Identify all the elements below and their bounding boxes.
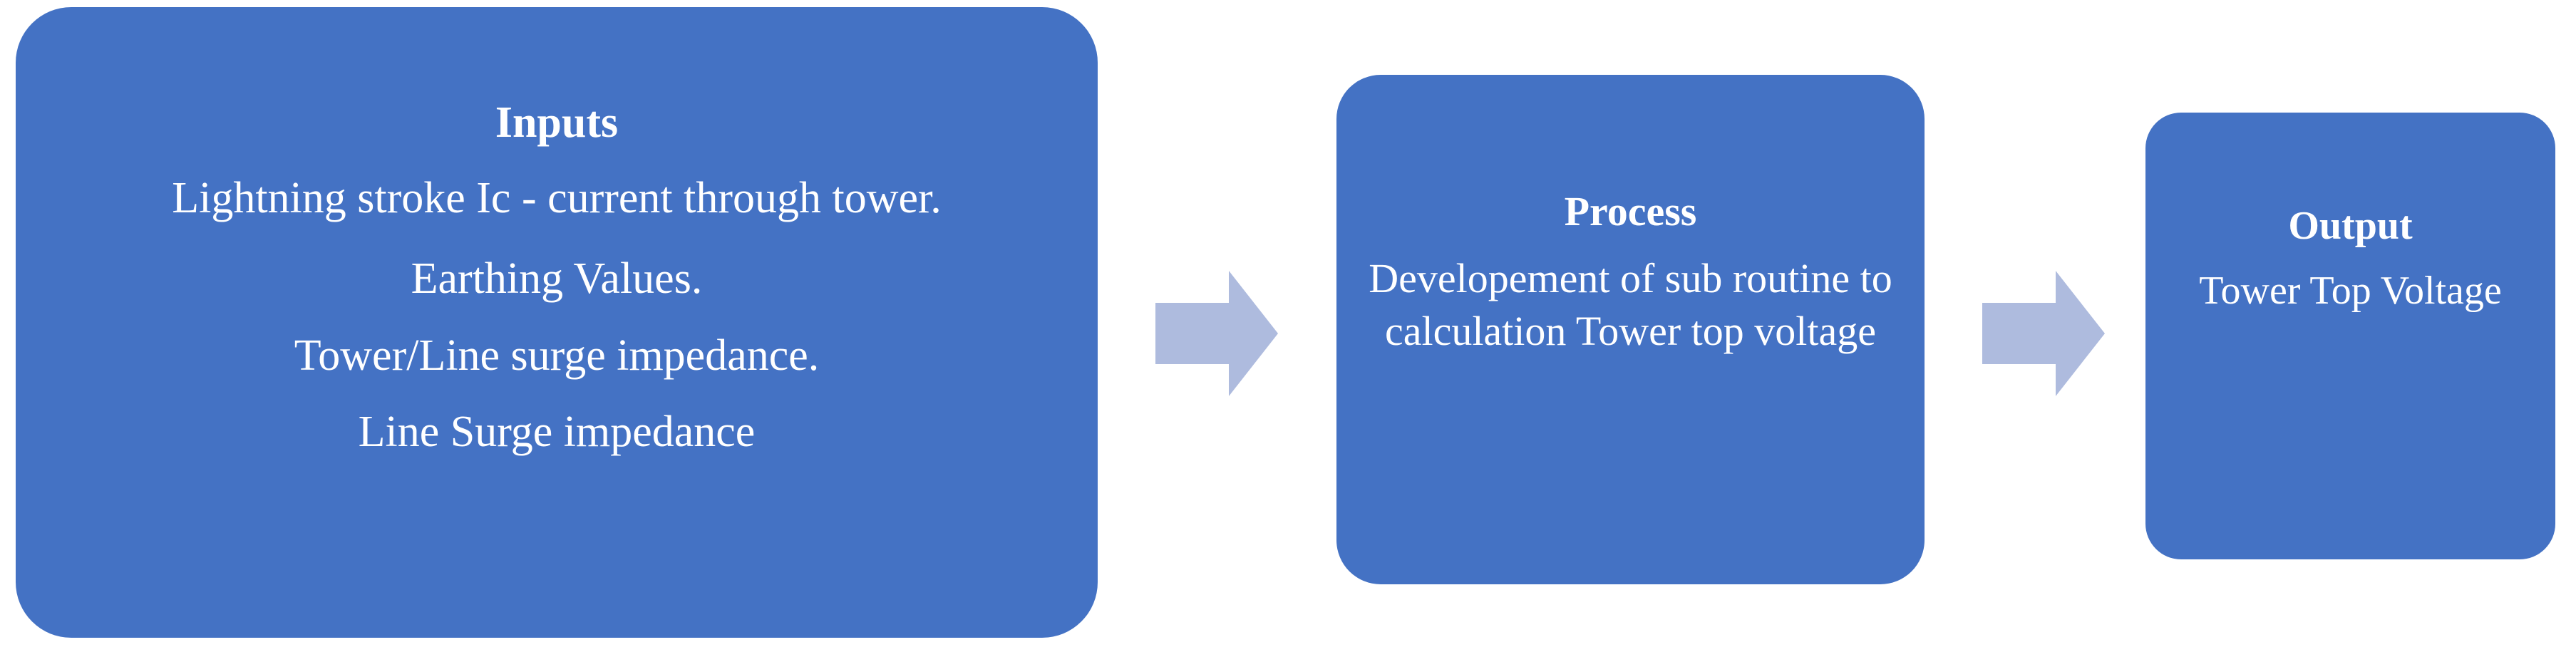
flow-node-inputs-body: Lightning stroke Ic - current through to… [44, 172, 1069, 484]
flow-node-process-line-1: Developement of sub routine to calculati… [1369, 254, 1892, 355]
flow-node-output-line-1: Tower Top Voltage [2199, 268, 2502, 313]
flow-node-inputs-line-2: Earthing Values. [411, 254, 703, 304]
flow-node-output-title: Output [2288, 204, 2413, 248]
flow-node-inputs-line-3: Tower/Line surge impedance. [294, 331, 820, 380]
right-block-arrow-icon [1982, 271, 2105, 396]
flow-node-inputs-line-4: Line Surge impedance [358, 407, 756, 456]
flow-node-process[interactable]: Process Developement of sub routine to c… [1336, 75, 1925, 584]
flow-node-inputs[interactable]: Inputs Lightning stroke Ic - current thr… [16, 7, 1098, 638]
flow-node-inputs-line-1: Lightning stroke Ic - current through to… [172, 174, 942, 223]
flow-node-inputs-title: Inputs [495, 98, 619, 147]
flow-node-output-body: Tower Top Voltage [2160, 266, 2541, 317]
flow-node-process-body: Developement of sub routine to calculati… [1355, 252, 1906, 358]
flow-node-output[interactable]: Output Tower Top Voltage [2145, 113, 2555, 559]
flow-node-process-title: Process [1564, 188, 1697, 234]
right-block-arrow-icon [1155, 271, 1278, 396]
